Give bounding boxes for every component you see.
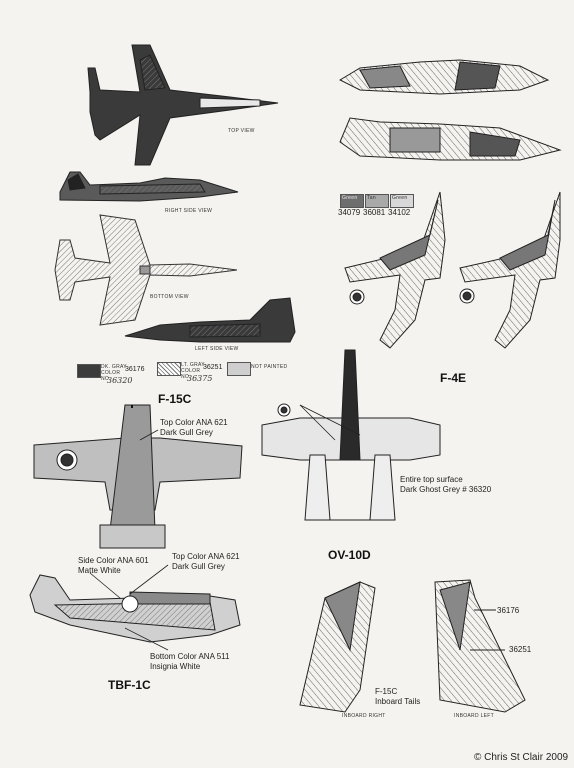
f4e-swatch-36081 xyxy=(365,194,389,208)
legend-light-gray-label: LT. GRAY COLOR NO xyxy=(181,362,205,380)
tbf1c-side-view-drawing xyxy=(29,574,241,643)
f4e-swatch-2-name: Tan xyxy=(367,195,376,201)
f4e-swatch-34079 xyxy=(340,194,364,208)
legend-light-gray-handwritten: 36375 xyxy=(187,374,213,383)
legend-dark-gray-label: DK. GRAY COLOR NO xyxy=(101,364,127,382)
legend-not-painted-label: NOT PAINTED xyxy=(251,364,288,370)
f15c-left-side-drawing xyxy=(124,297,296,343)
legend-swatch-light-gray xyxy=(157,362,181,376)
tbf1c-side-color-note: Side Color ANA 601 Matte White xyxy=(78,556,149,575)
f15c-color-legend: DK. GRAY COLOR NO 36176 36320 LT. GRAY C… xyxy=(75,362,290,386)
tail-number-36251: 36251 xyxy=(509,645,532,654)
f15c-right-side-label: RIGHT SIDE VIEW xyxy=(165,208,213,214)
f15c-inboard-tails-label: F-15C Inboard Tails xyxy=(375,687,421,706)
f4e-color-swatches: Green 34079 Tan 36081 Green 34102 xyxy=(338,194,428,224)
f15c-inboard-tails-drawing xyxy=(299,579,526,713)
inboard-right-label: INBOARD RIGHT xyxy=(342,713,386,719)
f15c-top-view-label: TOP VIEW xyxy=(228,128,255,134)
f4e-side-views-drawing xyxy=(338,59,562,161)
tbf1c-top-color-note: Top Color ANA 621 Dark Gull Grey xyxy=(160,418,228,437)
tbf1c-bottom-color-note: Bottom Color ANA 511 Insignia White xyxy=(150,652,230,671)
f4e-title: F-4E xyxy=(440,371,467,385)
copyright-notice: © Chris St Clair 2009 xyxy=(474,752,569,763)
tbf1c-title: TBF-1C xyxy=(108,678,151,692)
inboard-left-label: INBOARD LEFT xyxy=(454,713,494,719)
tbf1c-top-view-drawing xyxy=(33,404,243,549)
legend-swatch-dark-gray xyxy=(77,364,101,378)
f15c-left-side-label: LEFT SIDE VIEW xyxy=(195,346,239,352)
legend-light-gray-number: 36251 xyxy=(203,364,223,371)
ov10d-surface-note: Entire top surface Dark Ghost Grey # 363… xyxy=(400,475,492,494)
f4e-swatch-3-name: Green xyxy=(392,195,408,201)
ov10d-title: OV-10D xyxy=(328,548,371,562)
f4e-swatch-1-number: 34079 xyxy=(338,208,361,217)
f15c-title: F-15C xyxy=(158,392,192,406)
legend-dark-gray-number: 36176 xyxy=(125,366,145,373)
f4e-bottom-views-drawing xyxy=(344,191,561,349)
tail-number-36176: 36176 xyxy=(497,606,520,615)
f4e-swatch-2-number: 36081 xyxy=(363,208,386,217)
leader-lines xyxy=(89,404,361,651)
tbf1c-top-color-side-note: Top Color ANA 621 Dark Gull Grey xyxy=(172,552,240,571)
f4e-swatch-1-name: Green xyxy=(342,195,358,201)
f4e-swatch-34102 xyxy=(390,194,414,208)
f4e-swatch-3-number: 34102 xyxy=(388,208,411,217)
f15c-top-view-drawing xyxy=(87,44,279,166)
legend-dark-gray-handwritten: 36320 xyxy=(107,376,133,385)
f15c-right-side-drawing xyxy=(59,171,239,202)
f15c-bottom-view-drawing xyxy=(54,214,238,326)
f15c-bottom-view-label: BOTTOM VIEW xyxy=(150,294,189,300)
legend-swatch-not-painted xyxy=(227,362,251,376)
